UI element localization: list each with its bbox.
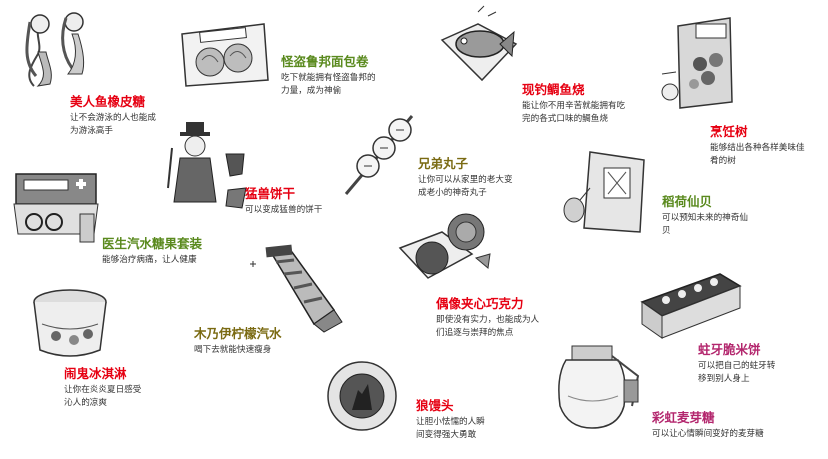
item-desc: 可以变成猛兽的饼干 — [245, 204, 322, 217]
desc-line: 让你可以从家里的老大变 — [418, 175, 513, 185]
maltose-jar-icon — [548, 336, 646, 436]
desc-line: 们追逐与崇拜的焦点 — [436, 328, 514, 338]
item-title: 偶像夹心巧克力 — [436, 296, 524, 311]
item-title: 医生汽水糖果套装 — [102, 236, 203, 251]
item-desc: 可以预知未来的神奇仙 贝 — [662, 212, 748, 238]
item-dango: 兄弟丸子 让你可以从家里的老大变 成老小的神奇丸子 — [418, 156, 513, 200]
item-ghost-ice-cream: 闹鬼冰淇淋 让你在炎炎夏日感受 沁人的凉爽 — [64, 366, 141, 410]
mummy-soda-icon — [242, 244, 352, 334]
ice-cream-tub-icon — [28, 284, 112, 362]
desc-line: 可以把自己的蛀牙转 — [698, 361, 776, 371]
desc-line: 让不会游泳的人也能成 — [70, 113, 156, 123]
dango-skewer-icon — [340, 104, 420, 200]
item-bread-roll: 怪盗鲁邦面包卷 吃下就能拥有怪盗鲁邦的 力量，成为神偷 — [281, 54, 376, 98]
item-taiyaki: 现钓鲷鱼烧 能让你不用辛苦就能拥有吃 完的各式口味的鲷鱼烧 — [522, 82, 625, 126]
desc-line: 能让你不用辛苦就能拥有吃 — [522, 101, 626, 111]
item-rice-cracker: 蛀牙脆米饼 可以把自己的蛀牙转 移到别人身上 — [698, 342, 775, 386]
desc-line: 移到别人身上 — [698, 374, 750, 384]
desc-line: 完的各式口味的鲷鱼烧 — [522, 114, 608, 124]
desc-line: 沁人的凉爽 — [64, 398, 107, 408]
rice-cracker-box-icon — [636, 268, 746, 344]
desc-line: 即使没有实力，也能成为人 — [436, 315, 540, 325]
desc-line: 可以变成猛兽的饼干 — [245, 205, 323, 215]
item-desc: 吃下就能拥有怪盗鲁邦的 力量，成为神偷 — [281, 72, 376, 98]
item-title: 稻荷仙贝 — [662, 194, 713, 209]
item-title: 美人鱼橡皮糖 — [70, 94, 146, 109]
desc-line: 可以让心情瞬间变好的麦芽糖 — [652, 429, 764, 439]
desc-line: 吃下就能拥有怪盗鲁邦的 — [281, 73, 376, 83]
item-mermaid-gummy: 美人鱼橡皮糖 让不会游泳的人也能成 为游泳高手 — [70, 94, 156, 138]
desc-line: 间变得强大勇敢 — [416, 430, 477, 440]
wolf-bun-icon — [322, 354, 402, 438]
item-title: 彩虹麦芽糖 — [652, 410, 715, 425]
item-title: 闹鬼冰淇淋 — [64, 366, 127, 381]
item-desc: 让胆小怯懦的人瞬 间变得强大勇敢 — [416, 416, 485, 442]
mermaid-gummy-icon — [16, 6, 98, 90]
item-desc: 喝下去就能快速瘦身 — [194, 344, 282, 357]
item-desc: 即使没有实力，也能成为人 们追逐与崇拜的焦点 — [436, 314, 539, 340]
item-title: 烹饪树 — [710, 124, 748, 139]
item-desc: 让你在炎炎夏日感受 沁人的凉爽 — [64, 384, 141, 410]
idol-chocolate-icon — [392, 208, 494, 290]
desc-line: 让胆小怯懦的人瞬 — [416, 417, 485, 427]
cooking-tree-box-icon — [660, 14, 742, 114]
taiyaki-icon — [438, 4, 520, 88]
item-title: 兄弟丸子 — [418, 156, 469, 171]
desc-line: 成老小的神奇丸子 — [418, 188, 487, 198]
desc-line: 贝 — [662, 226, 671, 236]
desc-line: 为游泳高手 — [70, 126, 113, 136]
item-beast-cookie: 猛兽饼干 可以变成猛兽的饼干 — [245, 186, 322, 217]
item-doctor-kit: 医生汽水糖果套装 能够治疗病痛，让人健康 — [102, 236, 202, 267]
item-mummy-soda: 木乃伊柠檬汽水 喝下去就能快速瘦身 — [194, 326, 282, 357]
desc-line: 喝下去就能快速瘦身 — [194, 345, 272, 355]
item-title: 木乃伊柠檬汽水 — [194, 326, 282, 341]
item-desc: 能够结出各种各样美味佳 肴的树 — [710, 142, 805, 168]
item-desc: 让不会游泳的人也能成 为游泳高手 — [70, 112, 156, 138]
desc-line: 力量，成为神偷 — [281, 86, 342, 96]
item-desc: 可以把自己的蛀牙转 移到别人身上 — [698, 360, 775, 386]
desc-line: 能够结出各种各样美味佳 — [710, 143, 805, 153]
item-desc: 可以让心情瞬间变好的麦芽糖 — [652, 428, 764, 441]
desc-line: 让你在炎炎夏日感受 — [64, 385, 142, 395]
desc-line: 可以预知未来的神奇仙 — [662, 213, 748, 223]
item-senbei: 稻荷仙贝 可以预知未来的神奇仙 贝 — [662, 194, 748, 238]
item-title: 蛀牙脆米饼 — [698, 342, 761, 357]
item-rainbow-maltose: 彩虹麦芽糖 可以让心情瞬间变好的麦芽糖 — [652, 410, 764, 441]
item-cooking-tree: 烹饪树 能够结出各种各样美味佳 肴的树 — [710, 124, 805, 168]
bread-roll-pack-icon — [178, 20, 270, 90]
item-title: 狼馒头 — [416, 398, 454, 413]
item-desc: 能让你不用辛苦就能拥有吃 完的各式口味的鲷鱼烧 — [522, 100, 625, 126]
item-idol-chocolate: 偶像夹心巧克力 即使没有实力，也能成为人 们追逐与崇拜的焦点 — [436, 296, 539, 340]
item-title: 猛兽饼干 — [245, 186, 296, 201]
doctor-kit-icon — [10, 168, 102, 250]
desc-line: 肴的树 — [710, 156, 736, 166]
beast-cookie-icon — [160, 118, 250, 214]
item-desc: 能够治疗病痛，让人健康 — [102, 254, 202, 267]
senbei-bag-icon — [560, 148, 648, 238]
desc-line: 能够治疗病痛，让人健康 — [102, 255, 197, 265]
item-wolf-bun: 狼馒头 让胆小怯懦的人瞬 间变得强大勇敢 — [416, 398, 485, 442]
item-title: 怪盗鲁邦面包卷 — [281, 54, 369, 69]
item-title: 现钓鲷鱼烧 — [522, 82, 585, 97]
item-desc: 让你可以从家里的老大变 成老小的神奇丸子 — [418, 174, 513, 200]
